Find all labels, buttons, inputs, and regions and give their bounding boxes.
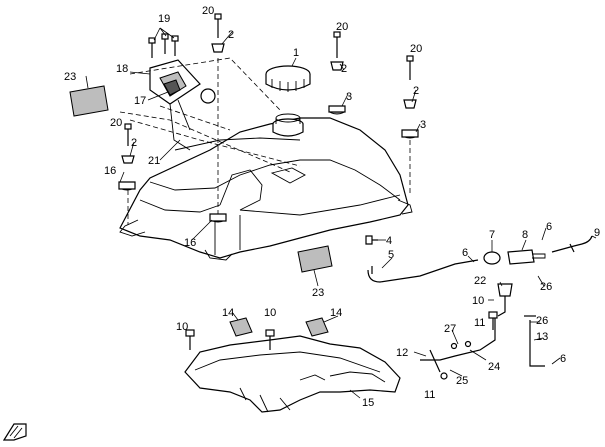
callout-14: 14: [222, 307, 234, 319]
callout-2: 2: [341, 63, 347, 75]
callout-21: 21: [148, 155, 160, 167]
callout-20: 20: [336, 21, 348, 33]
callout-12: 12: [396, 347, 408, 359]
callout-17: 17: [134, 95, 146, 107]
lower-fasteners: [185, 311, 498, 350]
callout-leaders: [85, 27, 597, 399]
callout-26: 26: [536, 315, 548, 327]
callout-3: 3: [420, 119, 426, 131]
callout-13: 13: [536, 331, 548, 343]
callout-9: 9: [594, 227, 600, 239]
callout-19: 19: [158, 13, 170, 25]
callout-24: 24: [488, 361, 500, 373]
callout-10: 10: [176, 321, 188, 333]
callout-26: 26: [540, 281, 552, 293]
callout-6: 6: [546, 221, 552, 233]
assembly-lines: [119, 57, 411, 225]
callout-27: 27: [444, 323, 456, 335]
fuel-tank: [119, 113, 413, 261]
callout-10: 10: [472, 295, 484, 307]
callout-18: 18: [116, 63, 128, 75]
callout-11: 11: [474, 317, 485, 329]
callout-25: 25: [456, 375, 468, 387]
callout-10: 10: [264, 307, 276, 319]
callout-15: 15: [362, 397, 374, 409]
lower-shield: [184, 335, 401, 413]
callout-2: 2: [228, 29, 234, 41]
callout-14: 14: [330, 307, 342, 319]
callout-23: 23: [312, 287, 324, 299]
fuel-pump-sender-unit: [148, 33, 216, 151]
callout-16: 16: [184, 237, 196, 249]
callout-8: 8: [522, 229, 528, 241]
callout-2: 2: [413, 85, 419, 97]
callout-6: 6: [462, 247, 468, 259]
fuel-line-assembly: [367, 235, 593, 380]
callout-20: 20: [410, 43, 422, 55]
mounting-hardware: [118, 13, 419, 245]
callout-5: 5: [388, 249, 394, 261]
callout-1: 1: [293, 47, 299, 59]
callout-20: 20: [202, 5, 214, 17]
callout-11: 11: [424, 389, 435, 401]
callout-23: 23: [64, 71, 76, 83]
callout-3: 3: [346, 91, 352, 103]
callout-4: 4: [386, 235, 392, 247]
direction-arrow-icon: [2, 423, 27, 441]
callout-labels: 1 2 2 2 2 3 3 4 5 6 6 6 7 8 9 10 10 10 1…: [64, 5, 600, 409]
fuel-cap: [265, 65, 311, 92]
callout-6: 6: [560, 353, 566, 365]
callout-20: 20: [110, 117, 122, 129]
callout-16: 16: [104, 165, 116, 177]
callout-7: 7: [489, 229, 495, 241]
tank-pads: [69, 85, 333, 273]
callout-2: 2: [131, 137, 137, 149]
callout-22: 22: [474, 275, 486, 287]
